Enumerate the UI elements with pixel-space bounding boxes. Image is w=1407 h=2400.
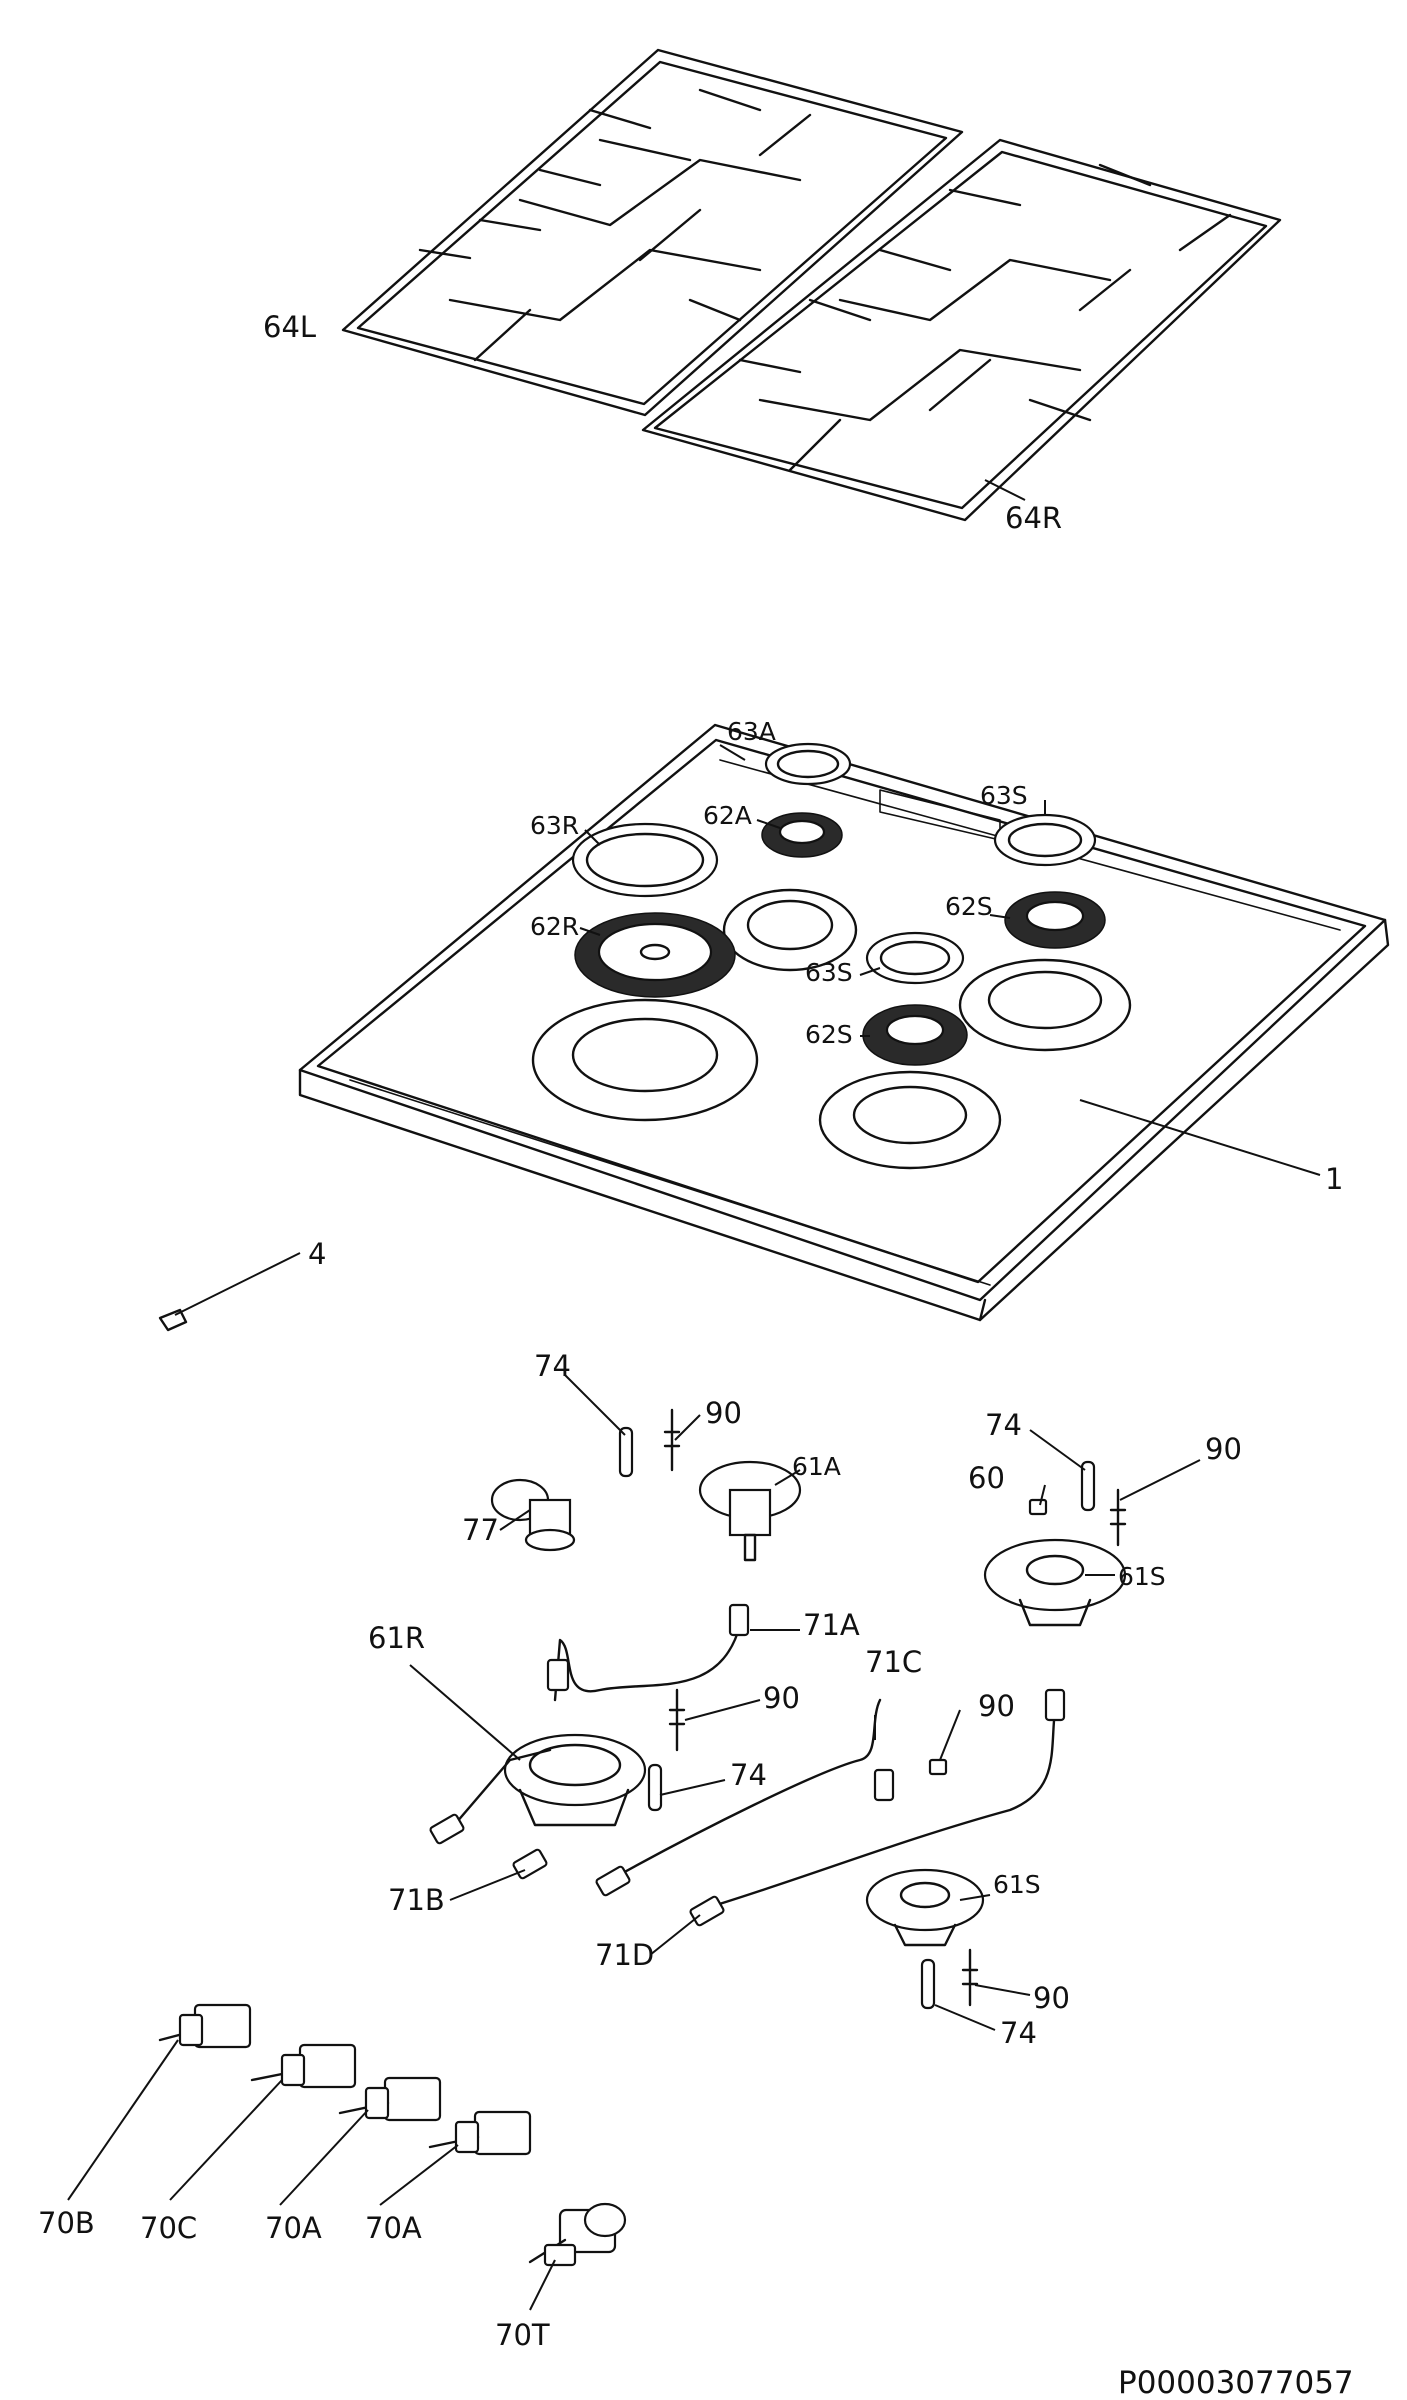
label-4: 4 bbox=[308, 1237, 326, 1271]
crown-62S-upper bbox=[1004, 891, 1106, 949]
label-90-a: 90 bbox=[705, 1396, 742, 1430]
thermocouple-74-c bbox=[647, 1763, 663, 1812]
label-70T: 70T bbox=[495, 2318, 550, 2352]
burner-body-61S-bottom bbox=[865, 1868, 985, 1947]
label-90-d: 90 bbox=[978, 1689, 1015, 1723]
label-70A-1: 70A bbox=[265, 2211, 322, 2245]
leader-lines bbox=[67, 479, 1321, 2311]
label-74-c: 74 bbox=[730, 1758, 767, 1792]
label-90-e: 90 bbox=[1033, 1981, 1070, 2015]
nut-90-d bbox=[928, 1758, 948, 1776]
crown-62R bbox=[574, 912, 736, 998]
label-61S-top: 61S bbox=[1118, 1562, 1166, 1591]
clip-4 bbox=[158, 1308, 188, 1332]
document-id: P00003077057 bbox=[1118, 2365, 1354, 2400]
label-62A: 62A bbox=[703, 801, 752, 830]
burner-body-61S-top bbox=[983, 1538, 1127, 1627]
label-74-b: 74 bbox=[985, 1408, 1022, 1442]
thermocouple-74-a bbox=[618, 1426, 634, 1478]
label-71C: 71C bbox=[865, 1645, 922, 1679]
cap-63S-mid bbox=[865, 931, 965, 985]
burner-body-61R bbox=[503, 1733, 647, 1827]
crown-62S-lower bbox=[862, 1004, 968, 1066]
label-71D: 71D bbox=[595, 1938, 654, 1972]
ignition-plug-90-e bbox=[961, 1948, 979, 2007]
pipe-71C bbox=[595, 1698, 895, 1897]
thermocouple-74-d bbox=[920, 1958, 936, 2010]
pan-support-left bbox=[341, 48, 964, 417]
pipe-71D bbox=[689, 1688, 1066, 1927]
burner-seat-A bbox=[722, 888, 858, 972]
gas-tap-70A-1 bbox=[338, 2076, 442, 2122]
pan-support-right bbox=[641, 138, 1282, 522]
label-61A: 61A bbox=[792, 1452, 841, 1481]
label-61R: 61R bbox=[368, 1621, 425, 1655]
label-71A: 71A bbox=[803, 1608, 860, 1642]
label-62S-lower: 62S bbox=[805, 1020, 853, 1049]
label-74-a: 74 bbox=[534, 1349, 571, 1383]
label-70A-2: 70A bbox=[365, 2211, 422, 2245]
gas-tap-70C bbox=[250, 2043, 357, 2089]
gas-tap-70B bbox=[158, 2003, 252, 2049]
label-64L: 64L bbox=[263, 310, 316, 344]
ignition-plug-90-b bbox=[1109, 1488, 1127, 1547]
burner-seat-S-upper bbox=[958, 958, 1132, 1052]
crown-62A bbox=[761, 812, 843, 858]
cap-63S-top bbox=[993, 813, 1097, 867]
label-63S-top: 63S bbox=[980, 781, 1028, 810]
pipe-71A bbox=[546, 1603, 750, 1702]
burner-seat-R bbox=[531, 998, 759, 1122]
elbow-77 bbox=[490, 1478, 576, 1552]
label-77: 77 bbox=[462, 1513, 499, 1547]
label-70C: 70C bbox=[140, 2211, 197, 2245]
cap-63R bbox=[571, 822, 719, 898]
label-64R: 64R bbox=[1005, 501, 1062, 535]
label-63S-mid: 63S bbox=[805, 958, 853, 987]
label-70B: 70B bbox=[38, 2206, 95, 2240]
label-63A: 63A bbox=[727, 717, 776, 746]
thermocouple-74-b bbox=[1080, 1460, 1096, 1512]
label-62R: 62R bbox=[530, 912, 579, 941]
ignition-plug-90-c bbox=[668, 1688, 686, 1752]
cap-63A bbox=[764, 742, 852, 786]
gas-tap-70T bbox=[528, 2202, 627, 2267]
burner-seat-S-lower bbox=[818, 1070, 1002, 1170]
callout-labels: 64L 64R 63A 63S 63R 62A 62S 62R 63S 62S … bbox=[38, 310, 1354, 2400]
label-62S-upper: 62S bbox=[945, 892, 993, 921]
label-71B: 71B bbox=[388, 1883, 445, 1917]
label-63R: 63R bbox=[530, 811, 579, 840]
label-74-d: 74 bbox=[1000, 2016, 1037, 2050]
nut-60 bbox=[1028, 1498, 1048, 1516]
label-90-c: 90 bbox=[763, 1681, 800, 1715]
label-60: 60 bbox=[968, 1461, 1005, 1495]
label-90-b: 90 bbox=[1205, 1432, 1242, 1466]
ignition-plug-90-a bbox=[663, 1408, 681, 1472]
label-61S-bottom: 61S bbox=[993, 1870, 1041, 1899]
label-1: 1 bbox=[1325, 1162, 1343, 1196]
gas-tap-70A-2 bbox=[428, 2110, 532, 2156]
burner-body-61A bbox=[698, 1460, 802, 1562]
